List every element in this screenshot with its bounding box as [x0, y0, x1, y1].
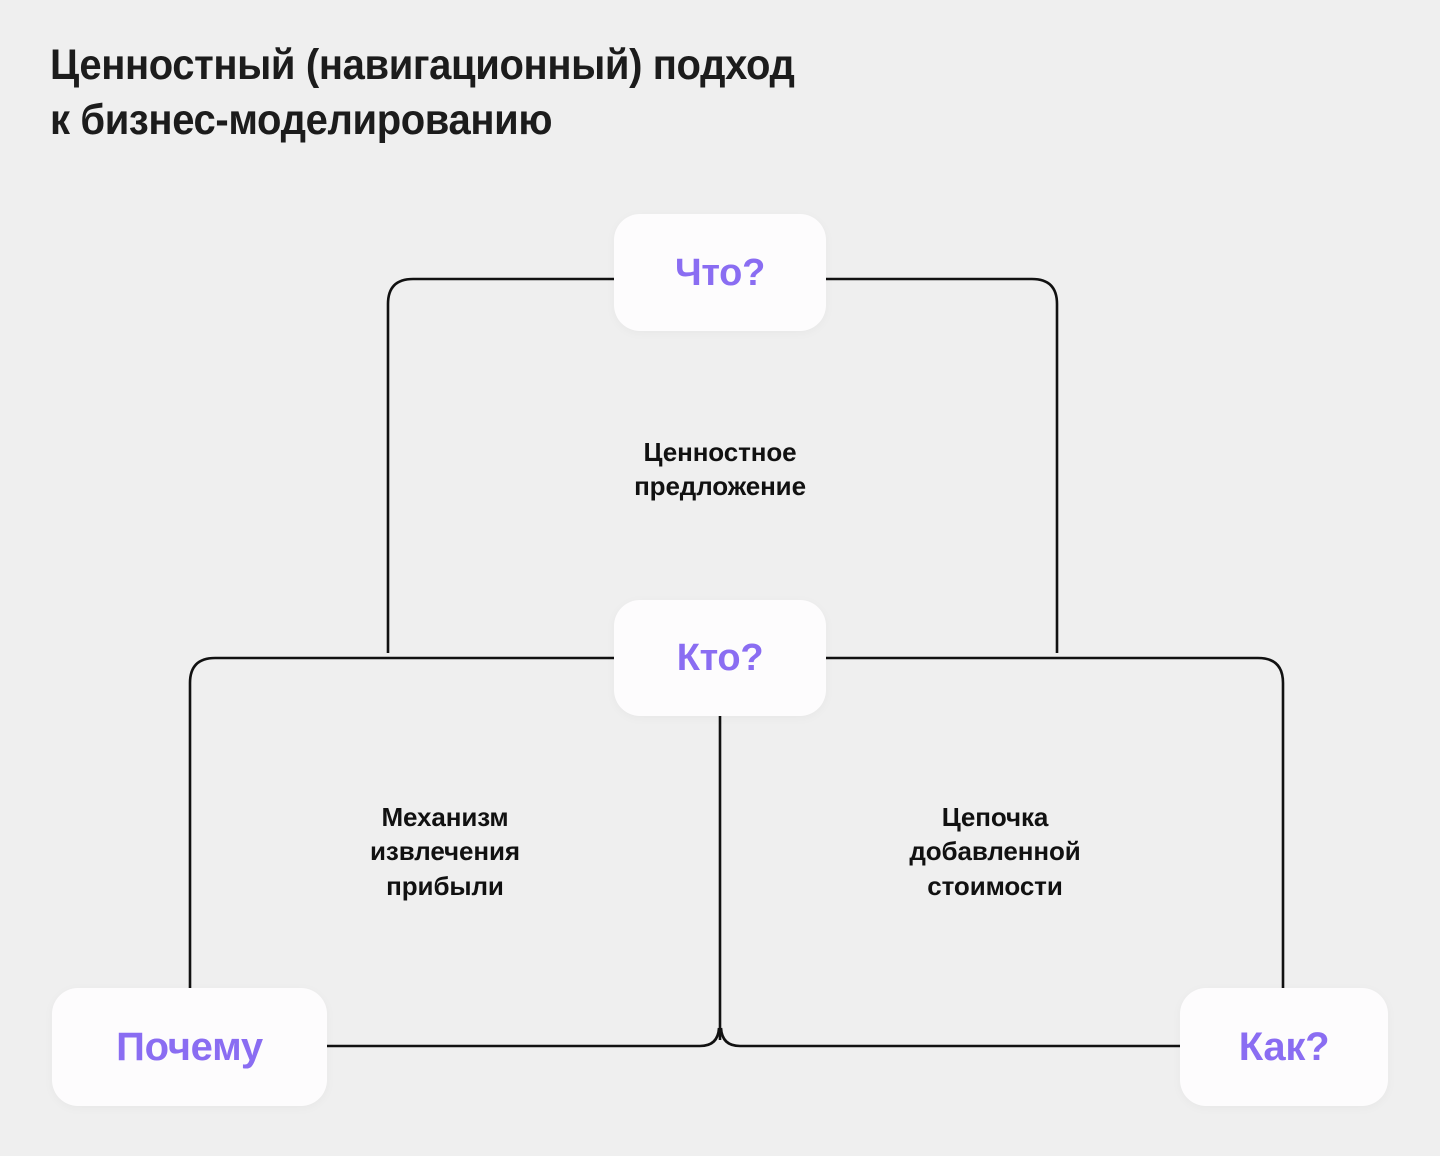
- lower-frame-left-path: [188, 656, 694, 1046]
- question-card-who-label: Кто?: [676, 637, 764, 679]
- question-card-why[interactable]: Почему: [52, 988, 327, 1106]
- block-label-profit-mechanism: Механизм извлечения прибыли: [370, 802, 520, 901]
- page-title: Ценностный (навигационный) подход к бизн…: [50, 41, 795, 145]
- block-label-value-proposition: Ценностное предложение: [634, 437, 806, 502]
- lower-frame-right-path: [746, 656, 1285, 1046]
- question-card-how[interactable]: Как?: [1180, 988, 1388, 1106]
- block-label-value-chain: Цепочка добавленной стоимости: [909, 802, 1081, 901]
- bottom-left-horizontal-path: [327, 1027, 721, 1048]
- question-card-why-label: Почему: [116, 1025, 263, 1069]
- question-card-how-label: Как?: [1238, 1025, 1330, 1069]
- question-card-what-label: Что?: [674, 251, 766, 294]
- bottom-right-horizontal-path: [719, 1027, 1180, 1048]
- question-card-what[interactable]: Что?: [614, 214, 826, 331]
- question-card-who[interactable]: Кто?: [614, 600, 826, 716]
